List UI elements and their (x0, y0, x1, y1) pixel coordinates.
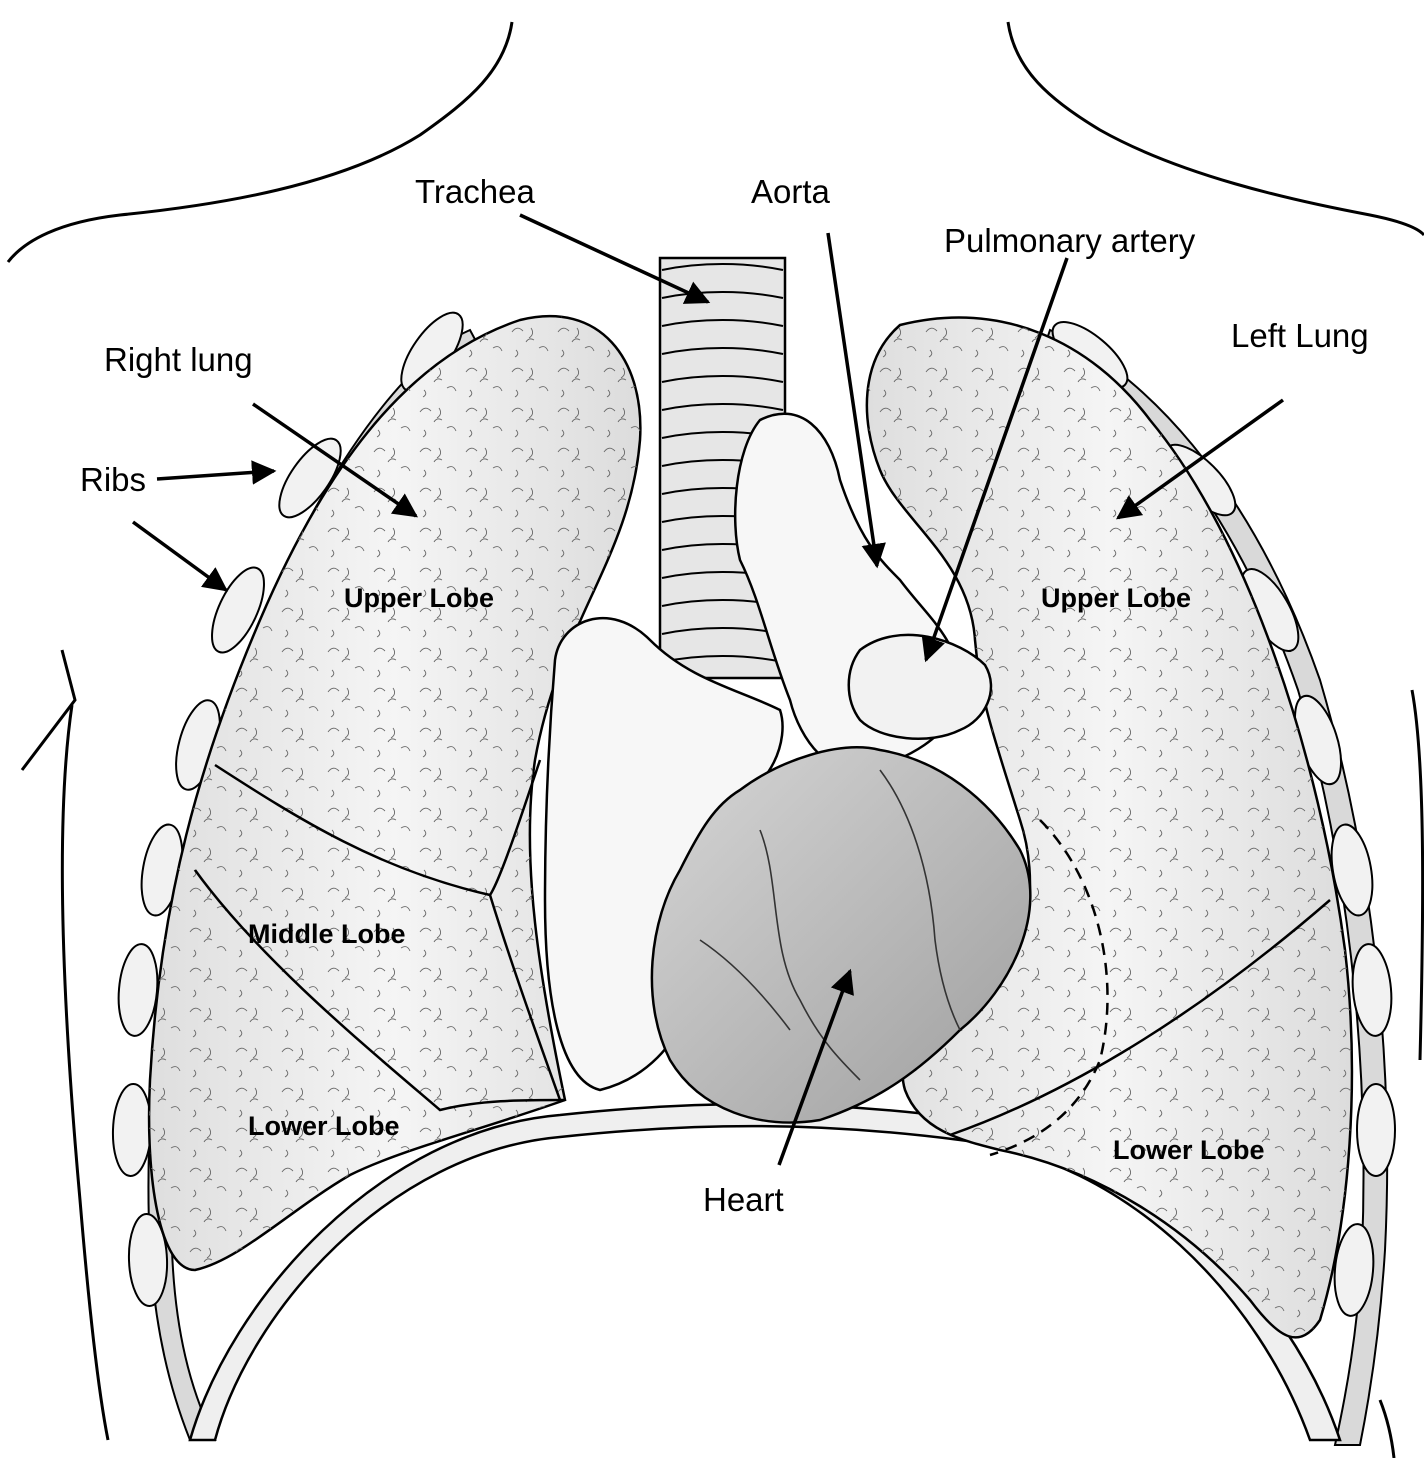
right-lower-lobe-label: Lower Lobe (248, 1113, 400, 1140)
pulmonary-trunk (849, 635, 991, 739)
heart-label: Heart (703, 1183, 784, 1216)
neck-left-line (8, 22, 512, 262)
ribs-label: Ribs (80, 463, 146, 496)
right-lung-label: Right lung (104, 343, 253, 376)
trachea-label: Trachea (415, 175, 535, 208)
left-lower-lobe-label: Lower Lobe (1113, 1137, 1265, 1164)
aorta-label: Aorta (751, 175, 830, 208)
right-middle-lobe-label: Middle Lobe (248, 921, 406, 948)
left-upper-lobe-label: Upper Lobe (1041, 585, 1191, 612)
right-torso-line (1412, 690, 1423, 1060)
rib-section (111, 1083, 152, 1176)
rib-section (1349, 943, 1395, 1038)
pulmonary-artery-label: Pulmonary artery (944, 224, 1195, 257)
left-torso-line (62, 705, 108, 1440)
ribs-arrow-upper (157, 471, 274, 479)
right-upper-lobe-label: Upper Lobe (344, 585, 494, 612)
left-lung-label: Left Lung (1231, 319, 1369, 352)
rib-section (1357, 1084, 1395, 1176)
ribs-arrow-lower (133, 522, 226, 590)
neck-right-line (1008, 22, 1424, 235)
right-arm-crease (1380, 1400, 1394, 1458)
